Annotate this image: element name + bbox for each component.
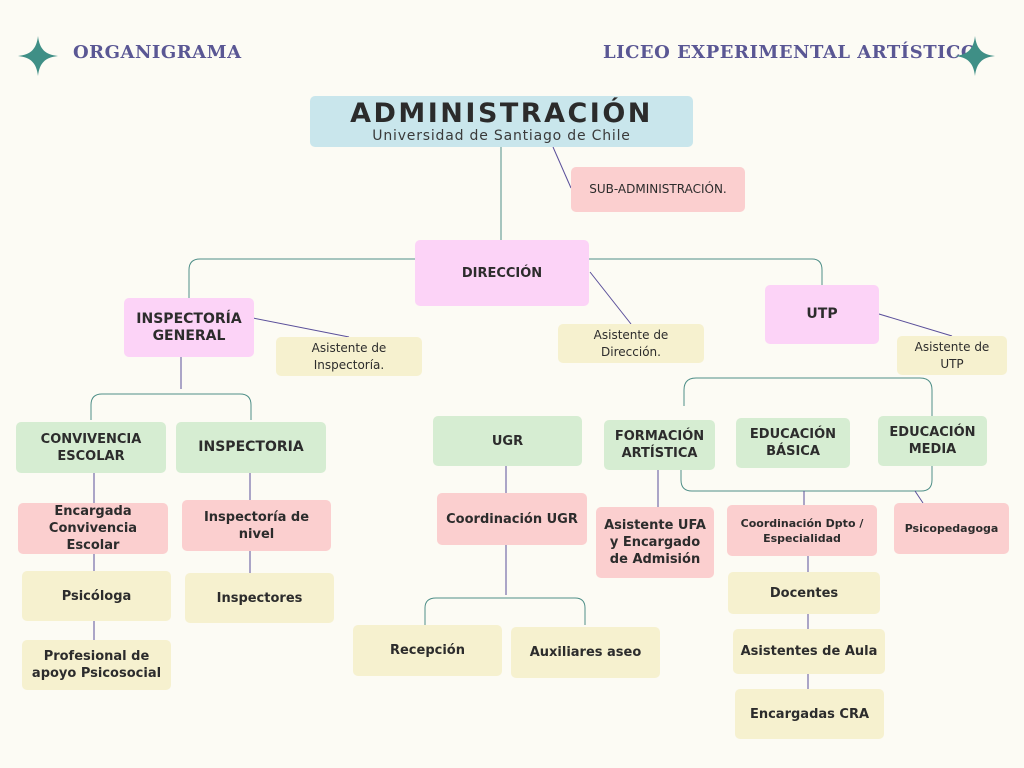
node-docentes: Docentes bbox=[728, 572, 880, 614]
node-inspectoria-nivel: Inspectoría de nivel bbox=[182, 500, 331, 551]
node-asistente-direccion: Asistente de Dirección. bbox=[558, 324, 704, 363]
node-utp: UTP bbox=[765, 285, 879, 344]
node-asistentes-aula: Asistentes de Aula bbox=[733, 629, 885, 674]
connector-formacion-bracket bbox=[680, 466, 933, 492]
node-educacion-basica: EDUCACIÓN BÁSICA bbox=[736, 418, 850, 468]
node-inspectoria-general: INSPECTORÍA GENERAL bbox=[124, 298, 254, 357]
node-asistente-utp: Asistente de UTP bbox=[897, 336, 1007, 375]
connector-inspectoria-split bbox=[90, 393, 252, 420]
header-left-title: ORGANIGRAMA bbox=[73, 42, 242, 63]
node-educacion-media: EDUCACIÓN MEDIA bbox=[878, 416, 987, 466]
connector-direccion-branches bbox=[188, 258, 823, 298]
node-psicologa: Psicóloga bbox=[22, 571, 171, 621]
node-coordinacion-dpto: Coordinación Dpto / Especialidad bbox=[727, 505, 877, 556]
sparkle-star-icon-left bbox=[18, 36, 58, 76]
node-formacion-artistica: FORMACIÓN ARTÍSTICA bbox=[604, 420, 715, 470]
node-inspectoria: INSPECTORIA bbox=[176, 422, 326, 473]
node-asistente-ufa: Asistente UFA y Encargado de Admisión bbox=[596, 507, 714, 578]
connector-direccion-asistente bbox=[589, 271, 632, 325]
connector-inspectoria-asistente bbox=[252, 317, 350, 338]
node-convivencia-escolar: CONVIVENCIA ESCOLAR bbox=[16, 422, 166, 473]
node-sub-administracion: SUB-ADMINISTRACIÓN. bbox=[571, 167, 745, 212]
node-psicopedagoga: Psicopedagoga bbox=[894, 503, 1009, 554]
connector-ugr-split bbox=[424, 597, 586, 625]
node-asistente-inspectoria: Asistente de Inspectoría. bbox=[276, 337, 422, 376]
node-direccion: DIRECCIÓN bbox=[415, 240, 589, 306]
node-ugr: UGR bbox=[433, 416, 582, 466]
node-auxiliares-aseo: Auxiliares aseo bbox=[511, 627, 660, 678]
connector-admin-subadmin bbox=[552, 146, 572, 189]
connector-utp-split bbox=[683, 377, 933, 416]
node-encargada-convivencia: Encargada Convivencia Escolar bbox=[18, 503, 168, 554]
node-coordinacion-ugr: Coordinación UGR bbox=[437, 493, 587, 545]
connector-bracket-psicopedagoga bbox=[914, 490, 924, 504]
node-recepcion: Recepción bbox=[353, 625, 502, 676]
node-administracion: ADMINISTRACIÓN Universidad de Santiago d… bbox=[310, 96, 693, 147]
node-profesional-psicosocial: Profesional de apoyo Psicosocial bbox=[22, 640, 171, 690]
node-administracion-title: ADMINISTRACIÓN bbox=[350, 97, 653, 129]
connector-utp-asistente bbox=[878, 313, 953, 337]
node-administracion-subtitle: Universidad de Santiago de Chile bbox=[372, 127, 631, 144]
node-encargadas-cra: Encargadas CRA bbox=[735, 689, 884, 739]
node-inspectores: Inspectores bbox=[185, 573, 334, 623]
sparkle-star-icon-right bbox=[955, 36, 995, 76]
header-right-title: LICEO EXPERIMENTAL ARTÍSTICO bbox=[603, 42, 978, 63]
